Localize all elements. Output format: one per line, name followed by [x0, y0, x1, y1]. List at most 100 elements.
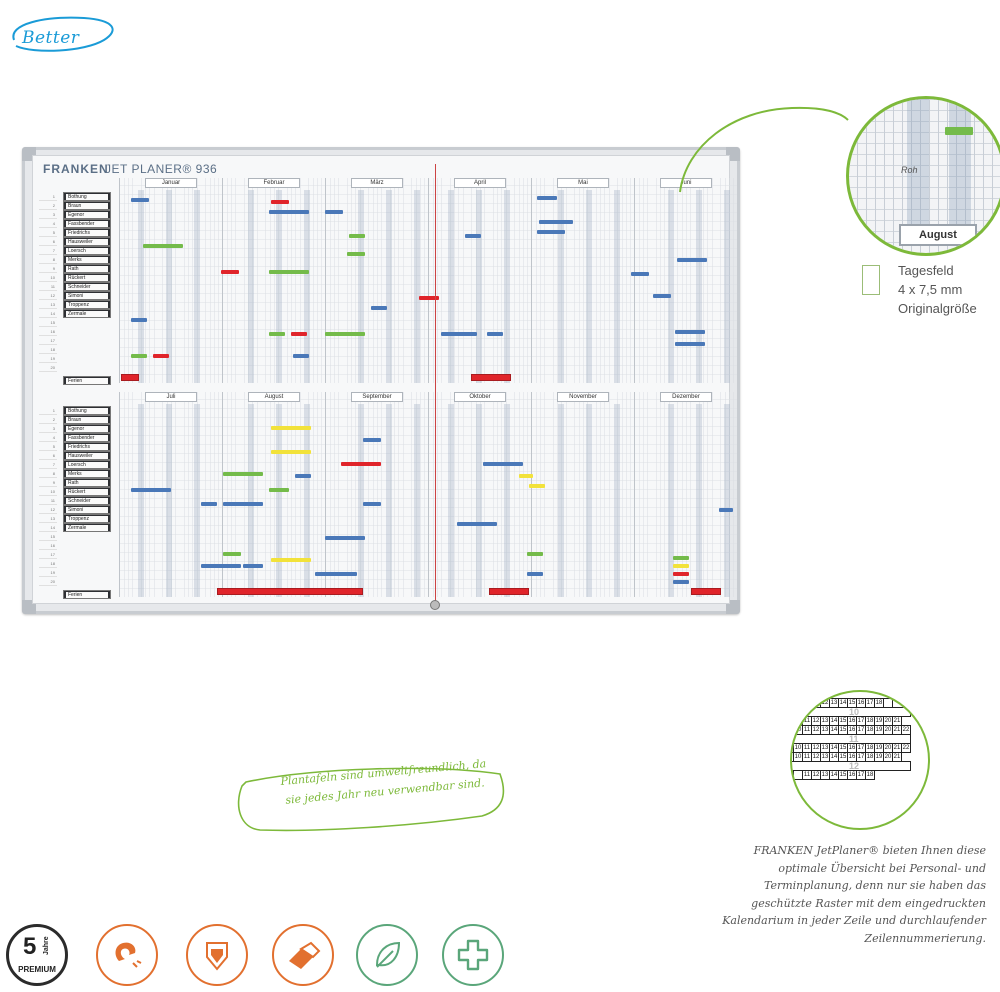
name-card[interactable]: Fassbender: [63, 219, 111, 228]
planning-magnet[interactable]: [347, 252, 365, 256]
planning-magnet[interactable]: [363, 502, 381, 506]
planning-magnet[interactable]: [325, 536, 365, 540]
name-card[interactable]: Merks: [63, 469, 111, 478]
planning-magnet[interactable]: [677, 258, 707, 262]
planning-magnet[interactable]: [537, 196, 557, 200]
planning-magnet[interactable]: [675, 342, 705, 346]
name-card[interactable]: Friedrichs: [63, 442, 111, 451]
planning-magnet[interactable]: [243, 564, 263, 568]
planning-magnet[interactable]: [483, 462, 523, 466]
name-card[interactable]: Rückert: [63, 487, 111, 496]
planning-magnet[interactable]: [673, 572, 689, 576]
month-label: August: [248, 392, 300, 402]
name-card[interactable]: Simoni: [63, 291, 111, 300]
name-card[interactable]: Braun: [63, 415, 111, 424]
ferien-strip[interactable]: [217, 588, 363, 595]
planning-magnet[interactable]: [223, 552, 241, 556]
planning-magnet[interactable]: [527, 552, 543, 556]
planning-magnet[interactable]: [673, 580, 689, 584]
name-card[interactable]: Merks: [63, 255, 111, 264]
planning-magnet[interactable]: [293, 354, 309, 358]
planning-magnet[interactable]: [291, 332, 307, 336]
planning-magnet[interactable]: [269, 210, 309, 214]
planning-magnet[interactable]: [341, 462, 381, 466]
planning-magnet[interactable]: [271, 558, 311, 562]
name-card[interactable]: Zermale: [63, 523, 111, 532]
ferien-strip[interactable]: [489, 588, 529, 595]
planning-magnet[interactable]: [653, 294, 671, 298]
planning-magnet[interactable]: [719, 508, 733, 512]
planning-magnet[interactable]: [131, 354, 147, 358]
name-card[interactable]: Braun: [63, 201, 111, 210]
planning-magnet[interactable]: [419, 296, 439, 300]
name-card[interactable]: Simoni: [63, 505, 111, 514]
planning-magnet[interactable]: [201, 564, 241, 568]
planning-magnet[interactable]: [315, 572, 357, 576]
planning-magnet[interactable]: [457, 522, 497, 526]
name-card[interactable]: Loersch: [63, 460, 111, 469]
row-number: 6: [39, 237, 57, 246]
ferien-strip[interactable]: [471, 374, 511, 381]
name-card[interactable]: Hausweiler: [63, 451, 111, 460]
name-card[interactable]: Troppenz: [63, 514, 111, 523]
name-card[interactable]: Bothung: [63, 406, 111, 415]
planning-magnet[interactable]: [131, 318, 147, 322]
planning-magnet[interactable]: [143, 244, 183, 248]
planning-magnet[interactable]: [223, 502, 263, 506]
planning-magnet[interactable]: [295, 474, 311, 478]
planning-magnet[interactable]: [325, 332, 365, 336]
planning-magnet[interactable]: [221, 270, 239, 274]
name-card[interactable]: Schneider: [63, 282, 111, 291]
planning-magnet[interactable]: [631, 272, 649, 276]
planning-magnet[interactable]: [131, 198, 149, 202]
planning-magnet[interactable]: [371, 306, 387, 310]
planning-magnet[interactable]: [673, 556, 689, 560]
planning-magnet[interactable]: [537, 230, 565, 234]
name-row: 20: [39, 363, 119, 372]
name-card-label: Bothung: [66, 194, 108, 200]
planning-magnet[interactable]: [269, 270, 309, 274]
name-card[interactable]: Loersch: [63, 246, 111, 255]
planning-magnet[interactable]: [527, 572, 543, 576]
raster-cell: 10: [793, 725, 803, 735]
planning-magnet[interactable]: [349, 234, 365, 238]
name-card-label: Braun: [66, 203, 108, 209]
name-card[interactable]: Rath: [63, 478, 111, 487]
ferien-strip[interactable]: [121, 374, 139, 381]
planning-magnet[interactable]: [519, 474, 533, 478]
planning-magnet[interactable]: [465, 234, 481, 238]
name-card[interactable]: Rath: [63, 264, 111, 273]
planning-magnet[interactable]: [487, 332, 503, 336]
planning-magnet[interactable]: [325, 210, 343, 214]
planning-magnet[interactable]: [131, 488, 171, 492]
name-card[interactable]: Rückert: [63, 273, 111, 282]
name-card[interactable]: Schneider: [63, 496, 111, 505]
name-card[interactable]: Egenor: [63, 210, 111, 219]
planning-magnet[interactable]: [271, 450, 311, 454]
planning-magnet[interactable]: [269, 332, 285, 336]
name-card[interactable]: Fassbender: [63, 433, 111, 442]
name-card[interactable]: Friedrichs: [63, 228, 111, 237]
ferien-card[interactable]: Ferien: [63, 590, 111, 599]
planning-magnet[interactable]: [675, 330, 705, 334]
planning-magnet[interactable]: [201, 502, 217, 506]
planning-magnet[interactable]: [529, 484, 545, 488]
planning-magnet[interactable]: [271, 426, 311, 430]
raster-big-number: 12: [792, 761, 911, 771]
planning-magnet[interactable]: [441, 332, 477, 336]
planning-magnet[interactable]: [539, 220, 573, 224]
planning-magnet[interactable]: [153, 354, 169, 358]
planning-magnet[interactable]: [269, 488, 289, 492]
planning-magnet[interactable]: [673, 564, 689, 568]
raster-cell: 16: [847, 770, 857, 780]
planning-magnet[interactable]: [223, 472, 263, 476]
name-card[interactable]: Zermale: [63, 309, 111, 318]
name-card[interactable]: Egenor: [63, 424, 111, 433]
name-card[interactable]: Bothung: [63, 192, 111, 201]
ferien-strip[interactable]: [691, 588, 721, 595]
ferien-card[interactable]: Ferien: [63, 376, 111, 385]
planning-magnet[interactable]: [363, 438, 381, 442]
name-card[interactable]: Troppenz: [63, 300, 111, 309]
name-card[interactable]: Hausweiler: [63, 237, 111, 246]
planning-magnet[interactable]: [271, 200, 289, 204]
